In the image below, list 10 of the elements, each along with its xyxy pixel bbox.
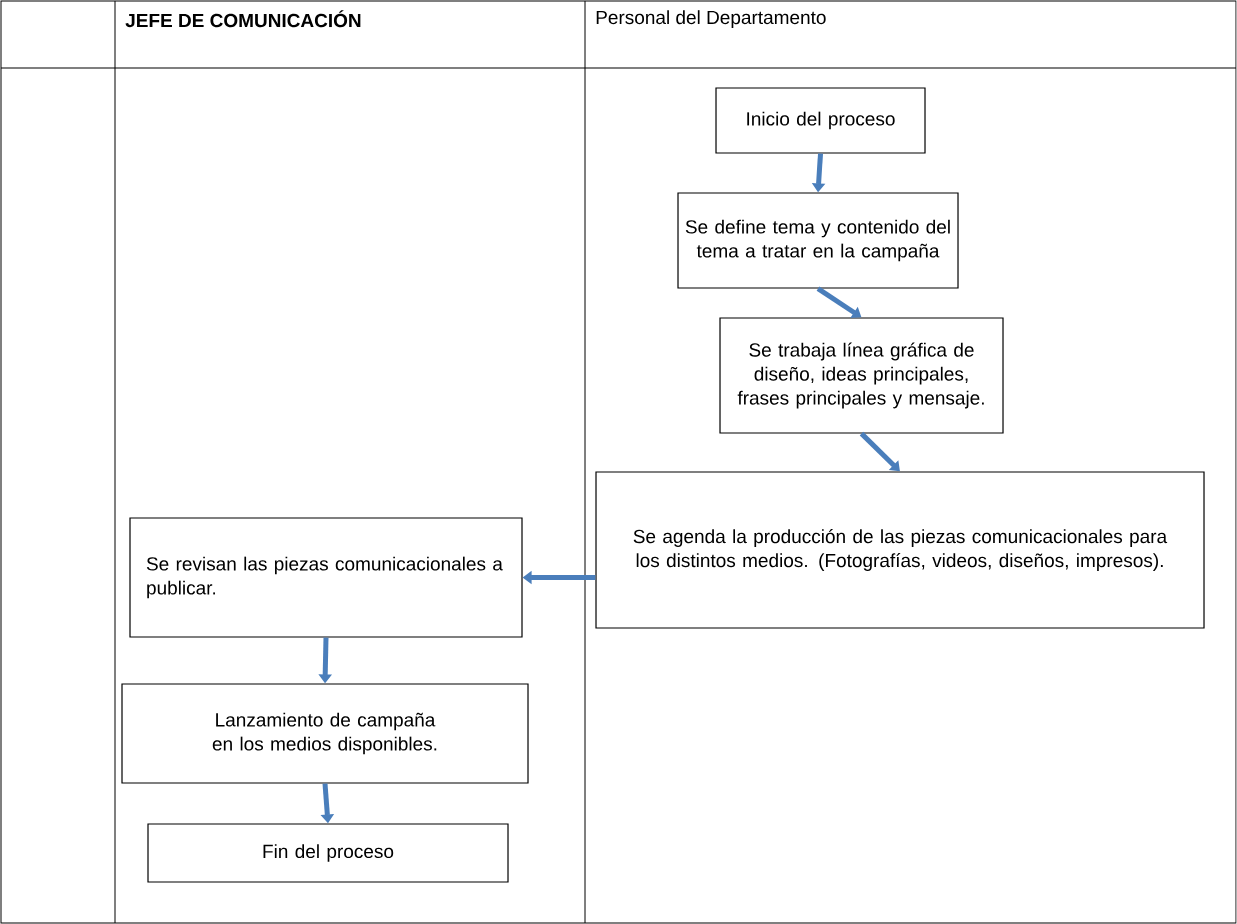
process-box: Se agenda la producción de las piezas comunicacionales para los distintos medios. (Fotografías, videos, diseños, impresos).	[595, 471, 1205, 629]
arrow	[859, 431, 900, 472]
process-box: Lanzamiento de campaña en los medios disponibles.	[121, 683, 529, 784]
column-header: Personal del Departamento	[596, 10, 826, 28]
process-box: Se define tema y contenido del tema a tratar en la campaña	[677, 192, 959, 289]
process-box: Inicio del proceso	[715, 87, 926, 154]
process-box: Fin del proceso	[147, 823, 509, 883]
process-box: Se trabaja línea gráfica de diseño, ideas principales, frases principales y mensaje.	[719, 317, 1004, 434]
process-box: Se revisan las piezas comunicacionales a publicar.	[129, 517, 523, 638]
column-header: JEFE DE COMUNICACIÓN	[125, 10, 361, 28]
